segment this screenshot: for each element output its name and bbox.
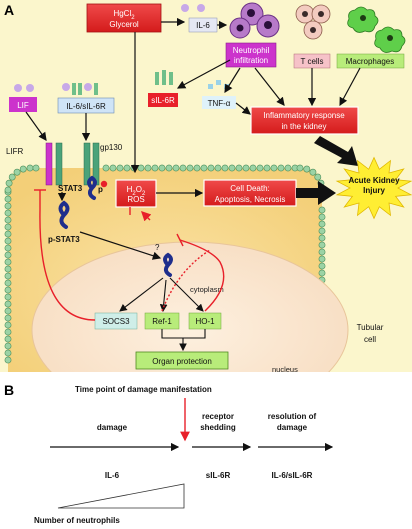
inhibition-lines — [34, 189, 225, 321]
cell-death-line2: Apoptosis, Necrosis — [215, 195, 286, 204]
ros-label: ROS — [127, 195, 144, 204]
tnfa-label: TNF-α — [208, 99, 231, 108]
inflammatory-line1: Inflammatory response — [263, 111, 345, 120]
tnfa-box — [202, 96, 236, 109]
macrophages-label: Macrophages — [346, 57, 394, 66]
aki-line2: Injury — [363, 186, 385, 195]
ho1-label: HO-1 — [195, 317, 215, 326]
il6-label: IL-6 — [196, 21, 210, 30]
ros-inhibit-arrow — [141, 211, 152, 222]
il6-molecule-icon — [181, 4, 189, 12]
sil6r-box — [148, 93, 178, 107]
sil6r-icon — [155, 70, 173, 85]
neutrophil-wedge — [57, 483, 185, 509]
receptor-shedding-line2: shedding — [200, 423, 236, 432]
phospho-label: p — [98, 185, 103, 194]
organ-protection-label: Organ protection — [152, 357, 212, 366]
macrophages-icon — [347, 6, 406, 53]
cell-death-line1: Cell Death: — [230, 184, 270, 193]
pstat3-icon — [58, 200, 70, 229]
time-point-label: Time point of damage manifestation — [75, 385, 212, 394]
neutrophil-line2: infiltration — [234, 56, 268, 65]
hgcl2-label: HgCl2 — [113, 9, 135, 21]
question-label: ? — [155, 243, 160, 252]
lif-label: LIF — [17, 101, 29, 110]
gp130-label: gp130 — [100, 143, 123, 152]
damage-label: damage — [97, 423, 128, 432]
stat3-label: STAT3 — [58, 184, 83, 193]
phospho-icon — [100, 180, 108, 188]
aki-line1: Acute Kidney — [348, 176, 400, 185]
il6-sil6r-label: IL-6/sIL-6R — [66, 102, 106, 111]
inflammatory-line2: in the kidney — [282, 122, 327, 131]
il6-molecule-icon — [197, 4, 205, 12]
cytoplasm-label: cytoplasm — [190, 285, 224, 294]
panel-a-label: A — [4, 2, 14, 18]
nuclear-stat3-icon — [163, 252, 173, 277]
neutrophil-line1: Neutrophil — [233, 46, 270, 55]
t-cells-label: T cells — [301, 57, 324, 66]
receptor-gp130 — [55, 142, 100, 186]
hgcl2-glycerol-box — [86, 3, 162, 33]
acute-kidney-injury-burst — [335, 156, 412, 220]
lif-molecule-icon — [14, 84, 22, 92]
cell-death-box — [203, 179, 297, 207]
receptor-shedding-line1: receptor — [202, 412, 234, 421]
lifr-label: LIFR — [6, 147, 24, 156]
tubular-line2: cell — [364, 335, 376, 344]
socs3-label: SOCS3 — [102, 317, 130, 326]
t-cells-icon — [295, 4, 331, 40]
neutrophil-infiltration-box — [225, 42, 277, 68]
neutrophils-label: Number of neutrophils — [34, 516, 120, 525]
resolution-line1: resolution of — [268, 412, 317, 421]
sil6r-label: sIL-6R — [151, 96, 175, 105]
organ-protection-box — [135, 351, 229, 370]
lif-molecule-icon — [26, 84, 34, 92]
il6-sil6r-complex-icon — [62, 83, 98, 95]
pstat3-to-nucleus-arrow — [79, 231, 162, 260]
nucleus-label: nucleus — [272, 365, 298, 374]
socs3-box — [94, 312, 138, 330]
panel-b-label: B — [4, 382, 14, 398]
panel-b-background — [0, 372, 412, 529]
neutrophil-cells-icon — [229, 2, 280, 39]
receptor-lifr — [45, 142, 53, 186]
tubular-line1: Tubular — [357, 323, 384, 332]
ref1-label: Ref-1 — [152, 317, 172, 326]
pstat3-label: p-STAT3 — [48, 235, 80, 244]
h2o2-label: H2O2 — [127, 185, 146, 197]
glycerol-label: Glycerol — [109, 20, 139, 29]
inflammation-to-aki-arrow — [314, 136, 358, 166]
inflammatory-response-box — [250, 106, 359, 135]
celldeath-to-aki-arrow — [296, 181, 336, 205]
stat3-icon — [87, 175, 97, 200]
lif-box — [9, 97, 37, 112]
timeline-il6: IL-6 — [105, 471, 120, 480]
macrophages-box — [336, 53, 405, 69]
timeline-il6-sil6r: IL-6/sIL-6R — [272, 471, 313, 480]
timeline-sil6r: sIL-6R — [206, 471, 231, 480]
upstream-arrows — [25, 17, 361, 174]
resolution-line2: damage — [277, 423, 308, 432]
